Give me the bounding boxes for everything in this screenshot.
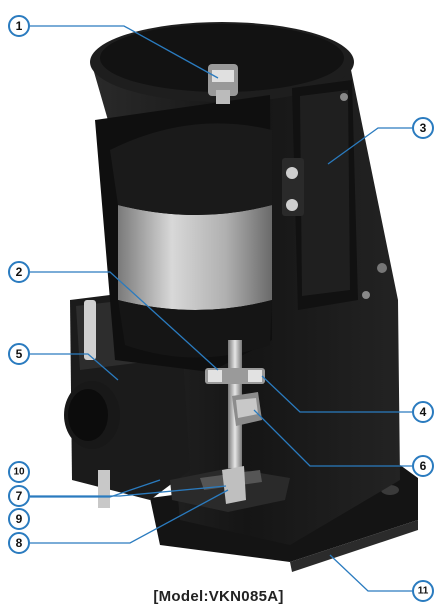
leader-line-8 <box>30 489 229 544</box>
callout-6: 6 <box>412 455 434 477</box>
callout-number: 1 <box>16 19 23 33</box>
callout-10: 10 <box>8 461 30 483</box>
leader-line-2 <box>30 271 219 371</box>
model-caption: [Model:VKN085A] <box>153 588 284 605</box>
callout-2: 2 <box>8 261 30 283</box>
callout-3: 3 <box>412 117 434 139</box>
leader-lines <box>30 25 412 592</box>
callout-7: 7 <box>8 485 30 507</box>
callout-4: 4 <box>412 401 434 423</box>
callout-number: 7 <box>16 489 23 503</box>
top-terminal <box>208 64 238 104</box>
leader-line-6 <box>253 409 412 467</box>
pump-shaft <box>205 340 265 490</box>
callout-11: 11 <box>412 580 434 602</box>
leader-line-3 <box>327 127 412 165</box>
callout-number: 2 <box>16 265 23 279</box>
callout-number: 11 <box>418 586 429 597</box>
callout-number: 6 <box>420 459 427 473</box>
leader-line-5 <box>30 353 119 381</box>
leader-line-7 <box>30 485 227 497</box>
callout-1: 1 <box>8 15 30 37</box>
callout-number: 3 <box>420 121 427 135</box>
terminal-box <box>282 80 387 310</box>
leader-line-1 <box>30 25 219 79</box>
discharge-port <box>64 300 120 508</box>
leader-line-9 <box>30 479 161 498</box>
callout-number: 10 <box>13 467 25 478</box>
callout-number: 4 <box>420 405 427 419</box>
callout-number: 8 <box>16 536 23 550</box>
callout-5: 5 <box>8 343 30 365</box>
motor-cutaway <box>95 95 272 372</box>
impeller <box>170 466 290 512</box>
callout-number: 5 <box>16 347 23 361</box>
callout-number: 9 <box>16 512 23 526</box>
callout-8: 8 <box>8 532 30 554</box>
leader-line-11 <box>329 554 412 592</box>
callout-9: 9 <box>8 508 30 530</box>
leader-line-4 <box>261 375 412 413</box>
